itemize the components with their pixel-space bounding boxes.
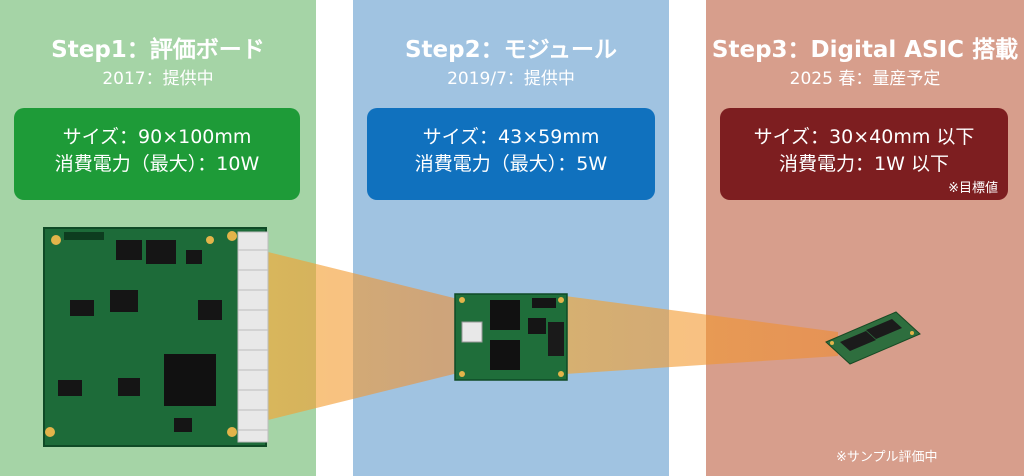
- step3-target-note: ※目標値: [948, 181, 998, 196]
- beam-step2-to-step3: [565, 296, 838, 374]
- beam-step1-to-step2: [268, 252, 462, 420]
- step3-title: Step3：Digital ASIC 搭載: [711, 37, 1019, 63]
- step1-spec-power: 消費電力（最大）：10W: [54, 153, 260, 175]
- evaluation-board-image: [43, 227, 269, 447]
- step3-spec-size: サイズ：30×40mm 以下: [753, 126, 975, 148]
- step3-column: [706, 0, 1024, 476]
- step2-column: [353, 0, 669, 476]
- step1-date: 2017：提供中: [102, 69, 214, 89]
- step2-panel: Step2：モジュール 2019/7：提供中 サイズ：43×59mm 消費電力（…: [353, 0, 669, 476]
- step2-title: Step2：モジュール: [404, 37, 618, 63]
- step1-spec-size: サイズ：90×100mm: [62, 126, 252, 148]
- step1-title: Step1：評価ボード: [51, 37, 265, 63]
- step2-spec-size: サイズ：43×59mm: [422, 126, 600, 148]
- step2-spec-box: サイズ：43×59mm 消費電力（最大）：5W: [367, 108, 655, 200]
- sample-evaluation-footnote: ※サンプル評価中: [836, 450, 938, 465]
- step1-panel: Step1：評価ボード 2017：提供中 サイズ：90×100mm 消費電力（最…: [0, 0, 316, 476]
- step3-spec-power: 消費電力：1W 以下: [779, 153, 949, 175]
- asic-module-image: [825, 311, 921, 365]
- step2-spec-power: 消費電力（最大）：5W: [414, 153, 608, 175]
- step3-date: 2025 春：量産予定: [789, 69, 941, 89]
- step2-date: 2019/7：提供中: [447, 69, 575, 89]
- step3-spec-box: サイズ：30×40mm 以下 消費電力：1W 以下 ※目標値: [720, 108, 1008, 200]
- module-board-image: [454, 293, 568, 381]
- step3-panel: Step3：Digital ASIC 搭載 2025 春：量産予定 サイズ：30…: [706, 0, 1024, 476]
- step1-spec-box: サイズ：90×100mm 消費電力（最大）：10W: [14, 108, 300, 200]
